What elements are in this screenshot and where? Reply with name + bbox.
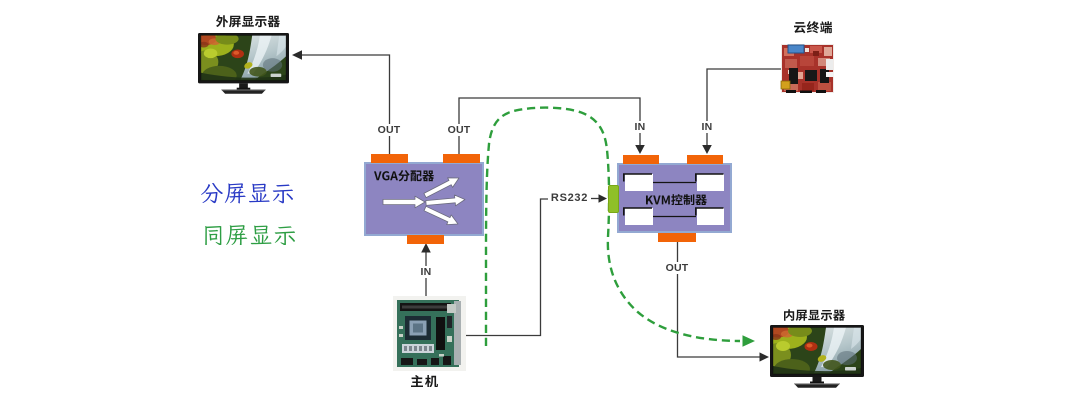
kvm-controller-detail: [623, 173, 724, 225]
kvm-port-out-bottom-label: OUT: [663, 262, 691, 274]
vga-tab-out-right: [443, 154, 480, 163]
kvm-port-in-right-label: IN: [699, 121, 715, 133]
vga-tab-out-left: [371, 154, 408, 163]
vga-tab-in-bottom: [407, 235, 444, 244]
arrowhead-to-vga-in: [421, 243, 431, 253]
same-screen-dashed-arrowhead: [742, 335, 755, 347]
internal-monitor-image: [770, 325, 864, 388]
vga-arrow-input: [382, 195, 426, 209]
vga-arrow-split-mid: [425, 194, 466, 207]
line-cloud-terminal-to-kvm-in: [706, 68, 782, 150]
line-vga-out-to-kvm-in: [458, 97, 641, 155]
kvm-port-rect-bottom-right: [697, 208, 724, 225]
kvm-tab-out-bottom: [658, 233, 696, 242]
vga-port-out-left-label: OUT: [375, 124, 403, 136]
vga-splitter-label: VGA分配器: [374, 170, 434, 182]
kvm-rs232-connector: [608, 185, 619, 213]
cloud-terminal-label: 云终端: [794, 21, 832, 34]
kvm-tab-in-right: [687, 155, 723, 164]
vga-splitter-arrows: [382, 177, 466, 225]
legend-same-display-label: 同屏显示: [205, 224, 295, 246]
rs232-link-label: RS232: [548, 192, 591, 204]
arrowhead-to-rs232-port: [598, 194, 607, 203]
kvm-port-rect-top-right: [697, 174, 724, 191]
vga-port-in-bottom-label: IN: [418, 266, 434, 278]
vga-arrow-split-up: [423, 177, 460, 198]
arrowhead-to-external-monitor: [292, 50, 302, 60]
kvm-tab-in-left: [623, 155, 659, 164]
vga-arrow-split-down: [423, 205, 459, 225]
kvm-trace-top-left: [623, 173, 652, 182]
host-motherboard-image: [393, 296, 466, 371]
kvm-port-rect-top-left: [625, 174, 653, 191]
kvm-trace-top-right: [695, 173, 724, 182]
line-vga-out-to-external-monitor: [297, 54, 391, 155]
arrowhead-to-kvm-in-right: [702, 145, 712, 154]
kvm-port-in-left-label: IN: [632, 121, 648, 133]
external-monitor-image: [198, 33, 289, 94]
line-kvm-out-to-internal-monitor: [676, 242, 764, 358]
vga-port-out-right-label: OUT: [445, 124, 473, 136]
host-label: 主机: [411, 374, 438, 388]
legend-split-display-label: 分屏显示: [201, 183, 293, 204]
arrowhead-to-kvm-in-left: [635, 145, 645, 154]
kvm-trace-bottom-right: [695, 207, 724, 216]
arrowhead-to-internal-monitor: [759, 352, 769, 362]
kvm-trace-bottom-left: [623, 207, 652, 216]
cloud-terminal-image: [780, 44, 834, 93]
line-host-to-rs232: [466, 198, 548, 337]
external-monitor-label: 外屏显示器: [216, 15, 280, 28]
kvm-port-rect-bottom-left: [625, 208, 653, 225]
kvm-controller-label: KVM控制器: [646, 193, 707, 206]
internal-monitor-label: 内屏显示器: [784, 309, 845, 321]
same-screen-dashed-path: [484, 106, 741, 346]
